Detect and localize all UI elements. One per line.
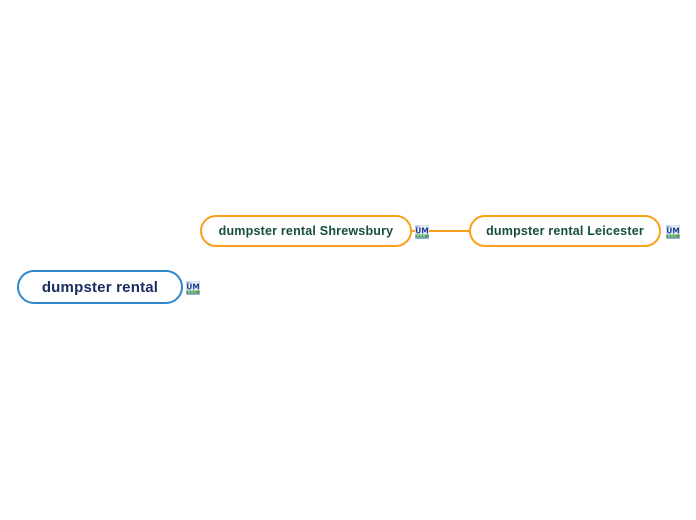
site-favicon-icon[interactable]: UM [415, 225, 429, 239]
site-favicon-icon[interactable]: UM [666, 225, 680, 239]
svg-text:UM: UM [415, 227, 429, 236]
mindmap-node-leicester[interactable]: dumpster rental Leicester [469, 215, 661, 247]
node-label-shrewsbury: dumpster rental Shrewsbury [218, 224, 394, 238]
connector-line [410, 230, 470, 232]
svg-text:UM: UM [186, 283, 200, 292]
mindmap-node-shrewsbury[interactable]: dumpster rental Shrewsbury [200, 215, 412, 247]
node-label-leicester: dumpster rental Leicester [486, 224, 644, 238]
svg-text:UM: UM [666, 227, 680, 236]
mindmap-node-root[interactable]: dumpster rental [17, 270, 183, 304]
site-favicon-icon[interactable]: UM [186, 281, 200, 295]
node-label-root: dumpster rental [41, 278, 159, 296]
